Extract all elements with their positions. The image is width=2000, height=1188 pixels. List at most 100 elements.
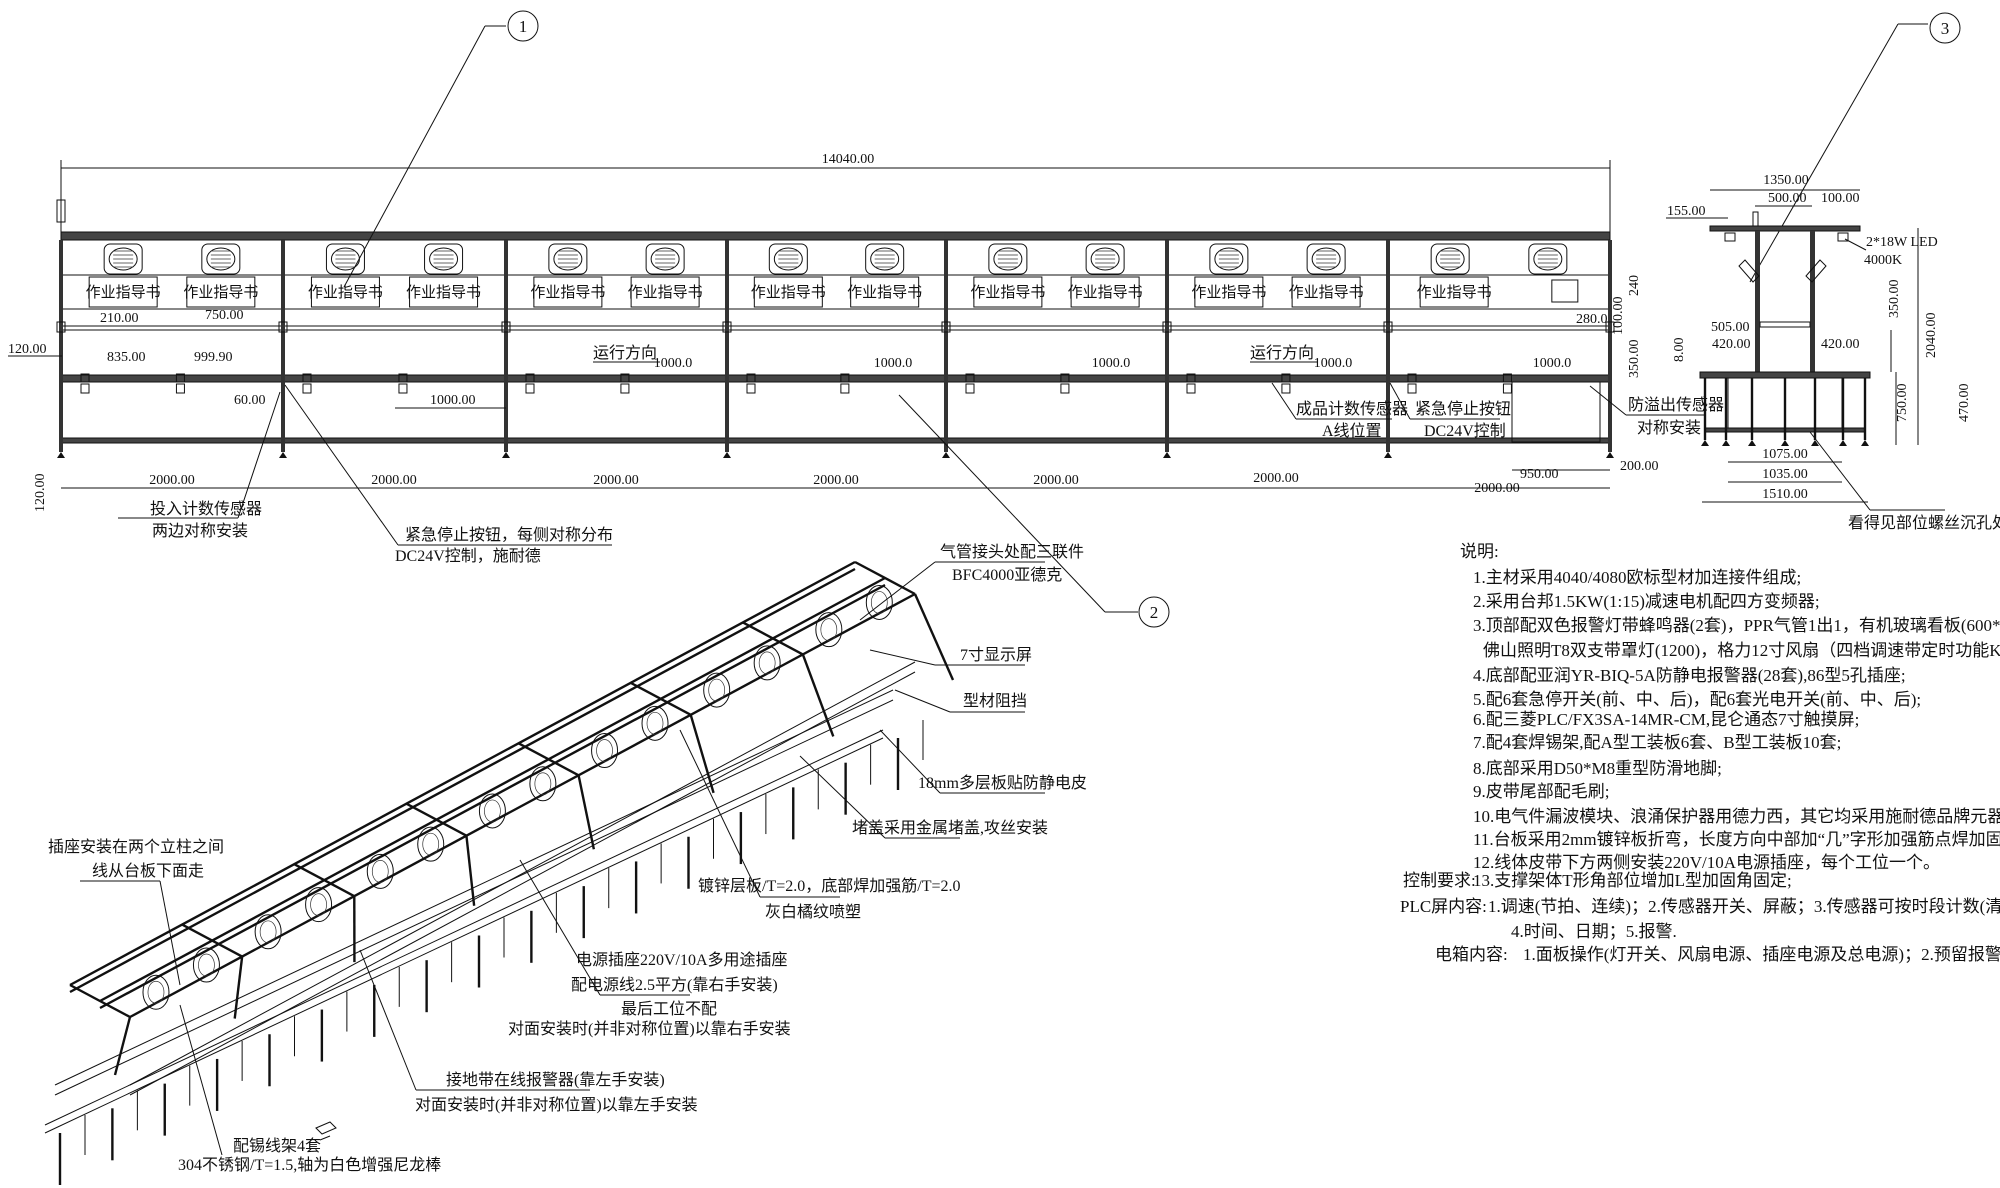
socket-icon — [302, 383, 312, 394]
column — [281, 240, 285, 452]
foot-icon — [1163, 452, 1171, 458]
overflow-sensor-note: 对称安装 — [1637, 419, 1701, 437]
column — [504, 240, 508, 452]
fan-housing — [645, 243, 685, 275]
solder-rack-material-label: 304不锈钢/T=1.5,轴为白色增强尼龙棒 — [178, 1156, 441, 1174]
foot-icon — [502, 452, 510, 458]
fan-housing — [988, 243, 1028, 275]
dim-text: 120.00 — [33, 474, 48, 513]
fan-icon — [548, 243, 588, 275]
fan-icon — [142, 974, 170, 1010]
work-instruction-board: 作业指导书 — [183, 276, 258, 308]
fan-grille — [753, 645, 781, 681]
note-item: 4.底部配亚润YR-BIQ-5A防静电报警器(28套),86型5孔插座; — [1473, 666, 1906, 685]
display-label: 7寸显示屏 — [960, 646, 1032, 664]
foot-icon — [1384, 452, 1392, 458]
iso-top-rail — [99, 583, 886, 1010]
fan-grille — [108, 247, 138, 271]
fan-grille — [198, 953, 215, 977]
iso-top-rail — [129, 592, 916, 1019]
sensor-icon — [1060, 373, 1070, 383]
fan-grille — [422, 832, 440, 856]
dim-overall-length: 14040.00 — [822, 152, 875, 167]
work-instruction-board: 作业指导书 — [847, 276, 922, 308]
plc-content: 1.调速(节拍、连续)；2.传感器开关、屏蔽；3.传感器可按时段计数(清零、累计… — [1488, 897, 2000, 916]
input-sensor-note: 两边对称安装 — [152, 522, 248, 540]
fan-grille — [1435, 247, 1465, 271]
dim-text: 1000.0 — [1533, 356, 1572, 371]
fan-grille — [142, 974, 170, 1010]
board-frame — [630, 276, 700, 308]
dim-text: 240 — [1627, 275, 1642, 296]
air-fitting-brand-label: BFC4000亚德克 — [952, 566, 1062, 584]
fan-grille — [773, 247, 803, 271]
work-instruction-board: 作业指导书 — [970, 276, 1045, 308]
fan-grille — [206, 247, 236, 271]
control-title: 控制要求: — [1403, 871, 1476, 890]
callout-1-label: 1 — [519, 17, 528, 36]
side-top-beam — [1709, 225, 1861, 232]
iso-cross-beam — [405, 802, 467, 837]
side-table — [1699, 371, 1871, 379]
foot-icon — [1701, 440, 1709, 446]
column — [944, 240, 948, 452]
iso-table-edge — [44, 737, 884, 1134]
work-instruction-label: 作业指导书 — [183, 284, 258, 301]
fan-housing — [1430, 243, 1470, 275]
profile-stop-label: 型材阻挡 — [963, 692, 1027, 710]
iso-conveyor — [129, 661, 916, 1086]
dim-text: 350.00 — [1627, 340, 1642, 379]
iso-post — [577, 775, 596, 850]
fan-housing — [865, 243, 905, 275]
note-item: 9.皮带尾部配毛刷; — [1473, 782, 1609, 801]
shelf-label: 镀锌层板/T=2.0，底部焊加强筋/T=2.0 — [698, 877, 961, 895]
iso-table-edge — [54, 689, 894, 1086]
dim-text: 210.00 — [100, 311, 139, 326]
fan-grille — [429, 247, 459, 271]
fan-icon — [424, 243, 464, 275]
column — [1608, 240, 1612, 452]
fan-icon — [768, 243, 808, 275]
fan-grille — [529, 766, 557, 802]
note-item: 5.配6套急停开关(前、中、后)，配6套光电开关(前、中、后); — [1473, 690, 1921, 709]
dim-text: 505.00 — [1711, 320, 1750, 335]
dim-text: 155.00 — [1667, 204, 1706, 219]
sensor-icon — [525, 373, 535, 383]
work-instruction-label: 作业指导书 — [628, 284, 703, 301]
fan-icon — [366, 853, 394, 889]
fan-grille — [993, 247, 1023, 271]
fan-grille — [553, 247, 583, 271]
dim-text: 500.00 — [1768, 191, 1807, 206]
fan-icon — [1430, 243, 1470, 275]
work-instruction-label: 作业指导书 — [530, 284, 605, 301]
column — [59, 240, 63, 452]
note-item: 10.电气件漏波模块、浪涌保护器用德力西，其它均采用施耐德品牌元器件; — [1473, 807, 2000, 826]
fan-housing — [548, 243, 588, 275]
power-socket-label: 电源插座220V/10A多用途插座 — [576, 951, 788, 969]
dim-bay-length: 2000.00 — [1474, 481, 1520, 496]
dim-text: 1000.0 — [654, 356, 693, 371]
fan-grille — [870, 591, 888, 614]
callout-2: 2 — [898, 394, 1170, 628]
board-frame — [850, 276, 920, 308]
socket-icon — [620, 383, 630, 394]
column — [1165, 240, 1169, 452]
fan-grille — [147, 980, 165, 1004]
socket-icon — [965, 383, 975, 394]
note-item: 7.配4套焊锡架,配A型工装板6套、B型工装板10套; — [1473, 733, 1841, 752]
box-label: 电箱内容: — [1435, 945, 1508, 964]
lamp-icon — [1805, 259, 1827, 283]
dim-text: 60.00 — [234, 393, 266, 408]
front-annotations: 运行方向 运行方向 投入计数传感器 两边对称安装 紧急停止按钮，每侧对称分布 D… — [118, 344, 1724, 565]
fan-icon — [641, 705, 669, 741]
dim-text: 2040.00 — [1924, 313, 1939, 359]
note-item: 8.底部采用D50*M8重型防滑地脚; — [1473, 759, 1722, 778]
solder-rack-label: 配锡线架4套 — [233, 1137, 321, 1155]
conveyor-belt — [60, 374, 1611, 383]
board-frame — [409, 276, 479, 308]
alarm-light-icon — [1752, 211, 1759, 227]
fan-icon — [753, 645, 781, 681]
socket-icon — [1060, 383, 1070, 394]
column — [725, 240, 729, 452]
work-instruction-board: 作业指导书 — [628, 276, 703, 308]
